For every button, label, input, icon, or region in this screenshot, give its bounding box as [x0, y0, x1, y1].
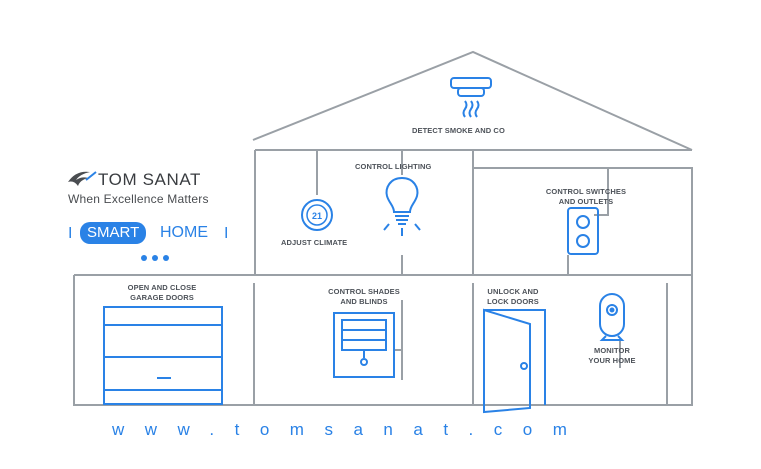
label-switches: CONTROL SWITCHES AND OUTLETS — [530, 187, 642, 207]
badge-bar-right: I — [224, 225, 229, 242]
thermostat-value: 21 — [312, 211, 322, 221]
roof-line — [252, 50, 693, 151]
website-url[interactable]: www.tomsanat.com — [112, 420, 588, 439]
smart-home-badge: I SMART HOME I — [68, 222, 238, 246]
house-outline — [73, 50, 693, 406]
label-smoke: DETECT SMOKE AND CO — [412, 126, 505, 135]
label-lock-line1: UNLOCK AND — [487, 287, 539, 296]
dot-1 — [141, 255, 147, 261]
label-shades-line1: CONTROL SHADES — [328, 287, 400, 296]
label-garage-line2: GARAGE DOORS — [130, 293, 194, 302]
security-camera-icon — [599, 293, 625, 341]
garage-door-icon — [103, 306, 223, 405]
thermostat-icon: 21 — [301, 199, 333, 231]
tom-sanat-logo-icon — [68, 171, 97, 186]
smart-pill: SMART — [80, 222, 147, 244]
label-lock: UNLOCK AND LOCK DOORS — [465, 287, 561, 307]
dot-2 — [152, 255, 158, 261]
brand-name: TOM SANAT — [98, 170, 202, 189]
dot-3 — [163, 255, 169, 261]
label-monitor: MONITOR YOUR HOME — [572, 346, 652, 366]
front-door-icon — [483, 308, 546, 414]
label-monitor-line2: YOUR HOME — [588, 356, 636, 365]
smoke-detector-icon — [450, 77, 492, 118]
home-word: HOME — [160, 224, 208, 241]
label-garage-line1: OPEN AND CLOSE — [127, 283, 197, 292]
badge-bar-left: I — [68, 225, 73, 242]
label-shades-line2: AND BLINDS — [340, 297, 388, 306]
label-climate: ADJUST CLIMATE — [281, 238, 348, 247]
shade-wire — [394, 349, 403, 380]
ground-floor-left-wall — [73, 275, 693, 406]
label-switches-line1: CONTROL SWITCHES — [545, 187, 627, 196]
wall-outlet-icon — [567, 207, 599, 255]
label-switches-line2: AND OUTLETS — [558, 197, 614, 206]
window-shades-icon — [333, 312, 395, 378]
right-room-top — [473, 167, 693, 275]
brand-tagline: When Excellence Matters — [68, 192, 209, 206]
label-lock-line2: LOCK DOORS — [487, 297, 539, 306]
label-monitor-line1: MONITOR — [594, 346, 630, 355]
label-shades: CONTROL SHADES AND BLINDS — [308, 287, 420, 307]
label-garage: OPEN AND CLOSE GARAGE DOORS — [106, 283, 218, 303]
label-lighting: CONTROL LIGHTING — [355, 162, 432, 171]
light-bulb-icon — [383, 176, 421, 236]
